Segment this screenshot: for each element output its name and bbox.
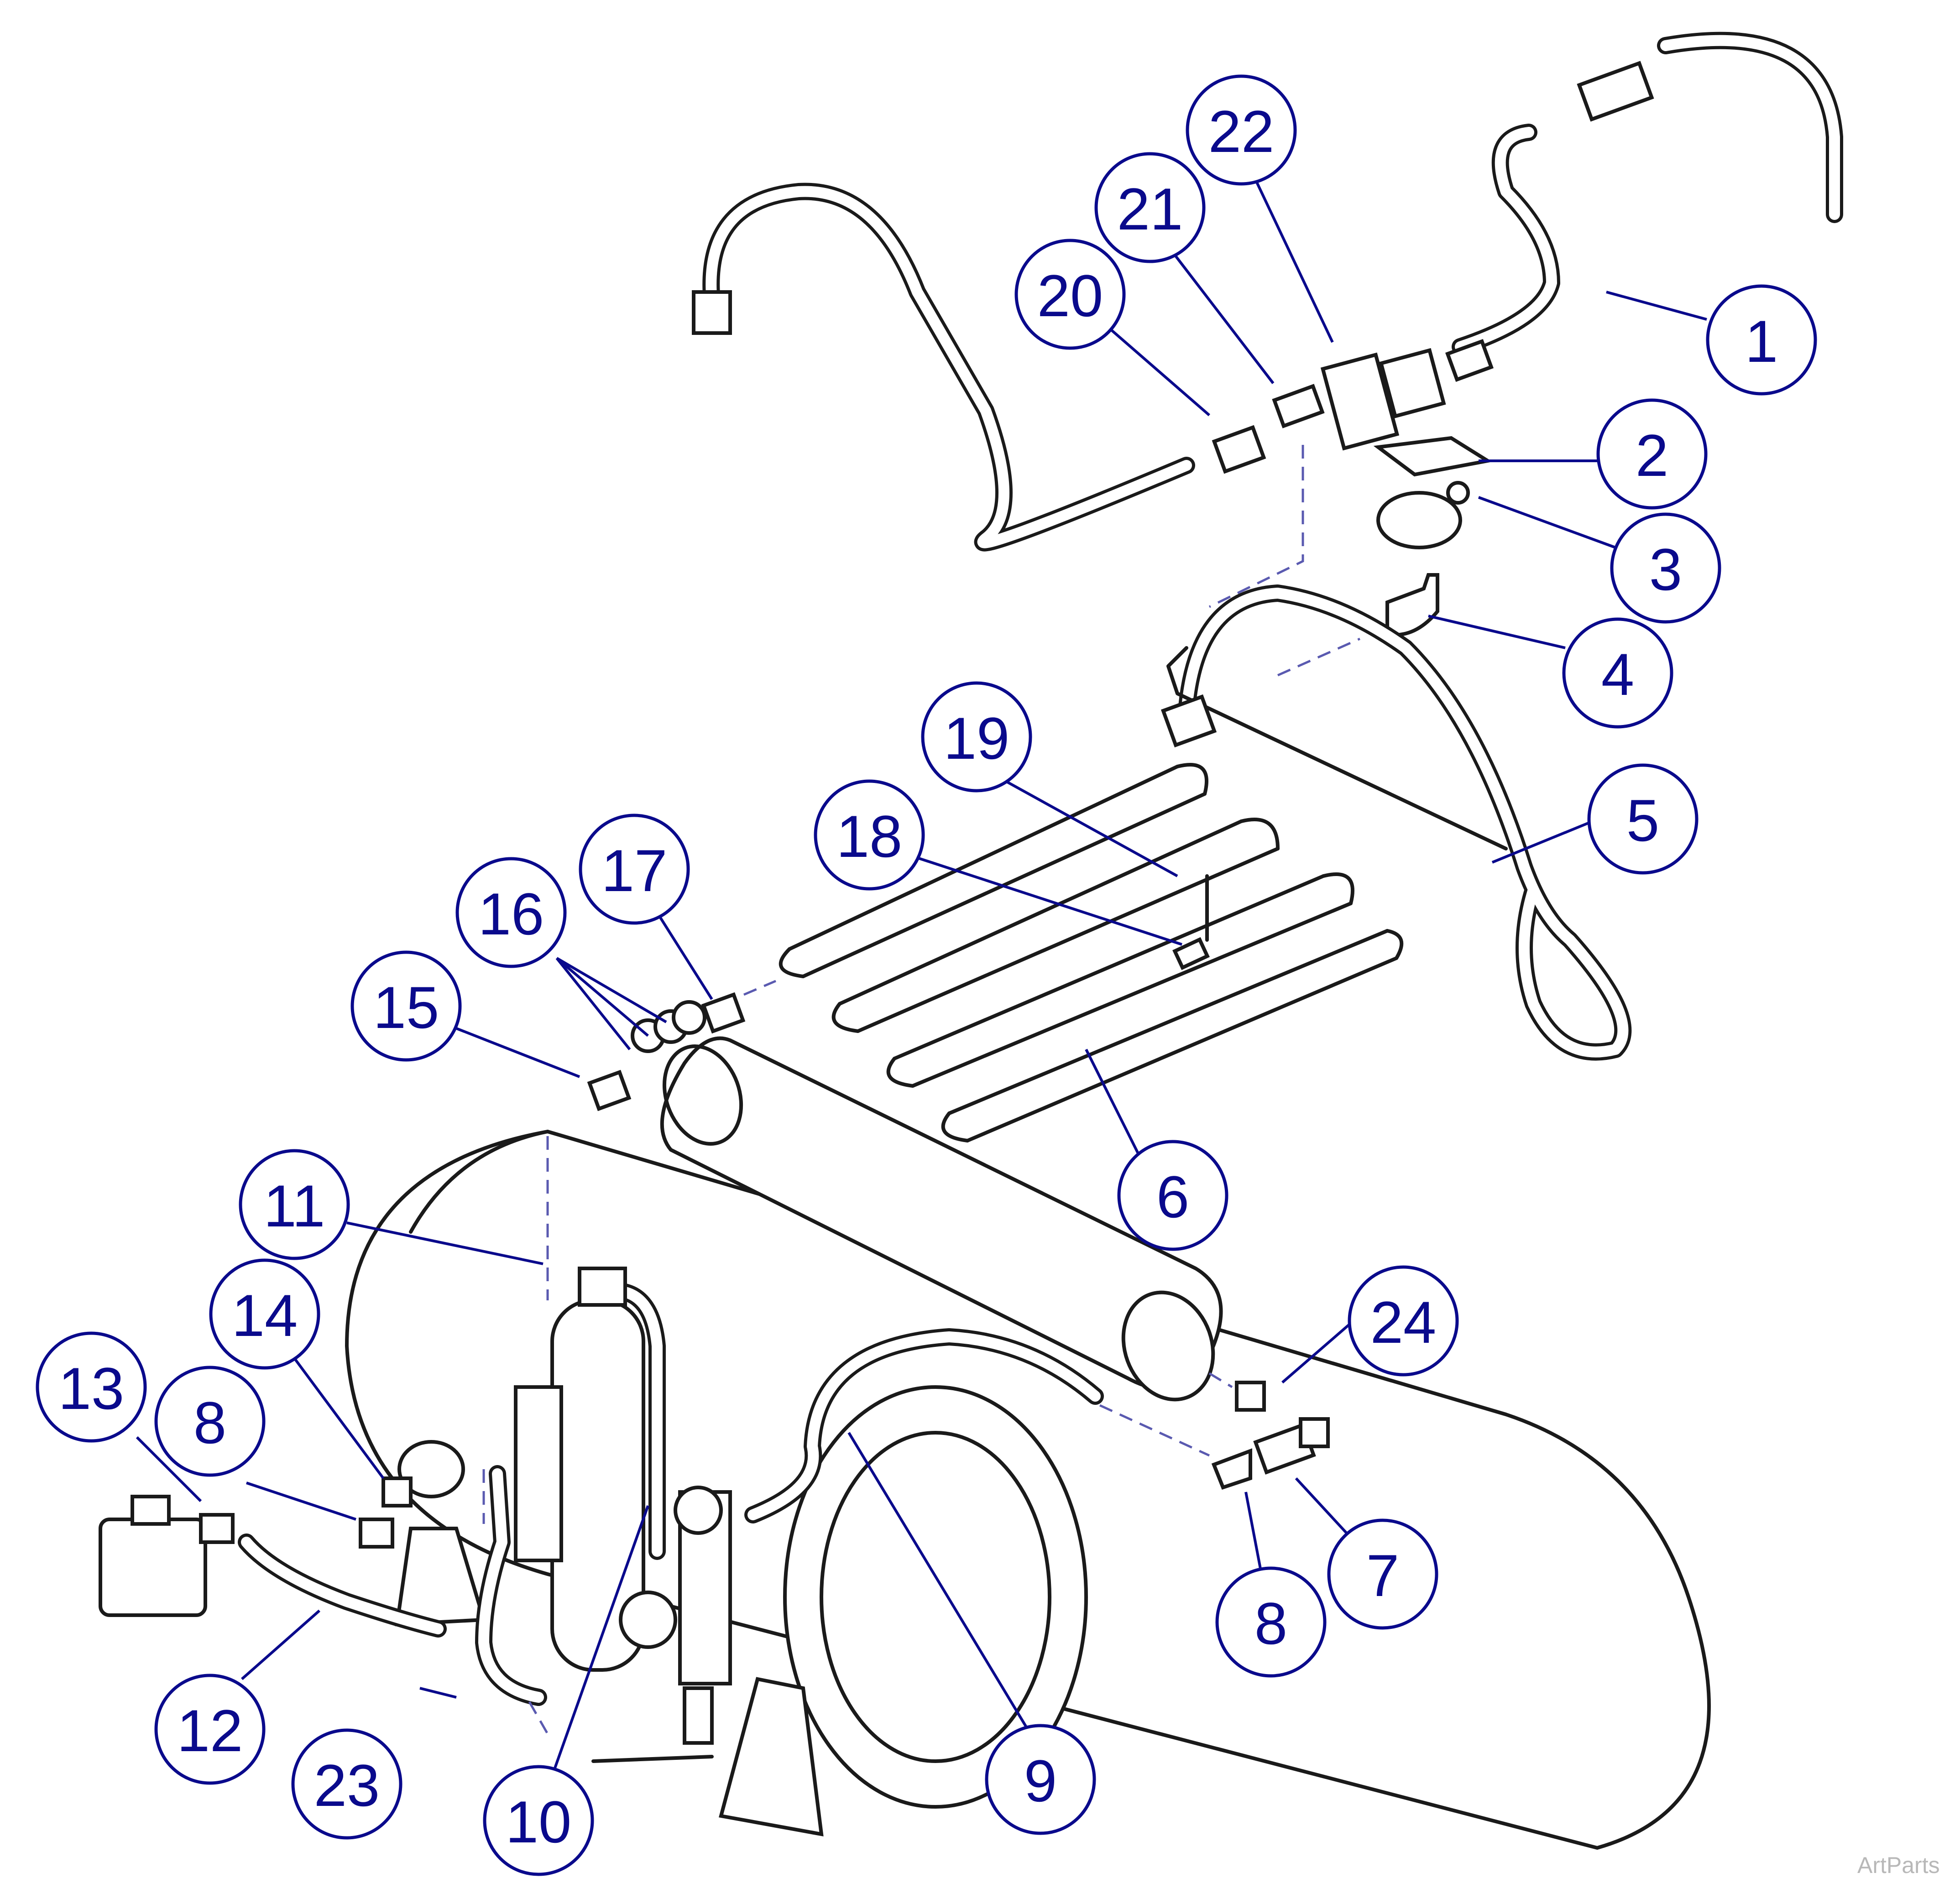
drain-fittings <box>1211 1381 1330 1490</box>
callout-22: 22 <box>1186 74 1297 186</box>
svg-text:15: 15 <box>373 974 439 1041</box>
svg-text:19: 19 <box>944 705 1010 772</box>
callout-4: 4 <box>1562 617 1673 729</box>
svg-text:24: 24 <box>1370 1289 1437 1356</box>
tee-fittings <box>1212 348 1446 474</box>
small-fitting <box>1446 481 1470 505</box>
callout-19: 19 <box>921 681 1032 793</box>
callout-16: 16 <box>455 857 567 968</box>
callout-17: 17 <box>579 814 690 925</box>
callout-2: 2 <box>1596 398 1708 510</box>
check-valve <box>1376 491 1462 549</box>
svg-text:10: 10 <box>506 1789 572 1855</box>
regulator-block <box>591 1486 732 1763</box>
svg-text:16: 16 <box>478 881 544 947</box>
callout-11: 11 <box>239 1149 350 1260</box>
callout-14: 14 <box>209 1258 320 1370</box>
callout-24: 24 <box>1348 1265 1459 1377</box>
filter-canister <box>514 1267 666 1672</box>
callout-12: 12 <box>154 1674 266 1785</box>
inlet-fittings <box>587 992 746 1111</box>
svg-text:9: 9 <box>1024 1748 1057 1814</box>
callout-23: 23 <box>291 1728 402 1840</box>
callout-8-left: 8 <box>154 1366 266 1477</box>
svg-text:5: 5 <box>1626 787 1659 854</box>
svg-text:12: 12 <box>177 1697 243 1764</box>
svg-text:13: 13 <box>58 1355 125 1422</box>
svg-text:3: 3 <box>1649 536 1682 603</box>
watermark-text: ArtParts <box>1857 1852 1940 1878</box>
parts-artwork <box>99 31 1843 1850</box>
svg-text:4: 4 <box>1601 641 1634 708</box>
mounting-plate <box>1373 436 1493 477</box>
callout-3: 3 <box>1610 512 1721 624</box>
tank-foot-right <box>719 1677 824 1836</box>
svg-text:11: 11 <box>264 1173 325 1239</box>
callout-1: 1 <box>1706 284 1817 396</box>
receiver-cylinder <box>660 1036 1223 1402</box>
svg-text:17: 17 <box>601 837 668 904</box>
callout-5: 5 <box>1587 763 1699 875</box>
svg-text:20: 20 <box>1037 262 1103 329</box>
left-fittings <box>359 1440 465 1549</box>
hose-loop <box>1160 584 1632 1061</box>
callout-18: 18 <box>814 779 925 891</box>
assembly-guides <box>482 445 1361 1735</box>
callout-20: 20 <box>1014 239 1126 350</box>
elbow-fitting <box>1385 573 1439 637</box>
svg-text:18: 18 <box>836 803 903 870</box>
callout-15: 15 <box>350 950 462 1062</box>
svg-text:8: 8 <box>193 1389 226 1456</box>
callout-8-right: 8 <box>1215 1566 1327 1678</box>
svg-text:14: 14 <box>232 1282 298 1349</box>
callout-10: 10 <box>483 1765 594 1876</box>
callout-7: 7 <box>1327 1518 1438 1630</box>
callout-13: 13 <box>36 1331 147 1443</box>
svg-text:1: 1 <box>1745 308 1778 375</box>
cooling-coil <box>779 763 1404 1142</box>
callout-bubbles: 1 2 3 4 5 6 7 8 8 9 10 11 12 13 14 15 16… <box>36 74 1817 1876</box>
svg-text:21: 21 <box>1117 176 1183 242</box>
callout-21: 21 <box>1094 152 1206 263</box>
upper-hoses <box>692 31 1843 552</box>
svg-text:23: 23 <box>314 1752 380 1819</box>
svg-text:7: 7 <box>1366 1542 1399 1609</box>
svg-text:6: 6 <box>1156 1163 1189 1230</box>
svg-text:2: 2 <box>1636 422 1668 489</box>
svg-text:22: 22 <box>1208 98 1275 165</box>
callout-9: 9 <box>985 1724 1096 1835</box>
callout-6: 6 <box>1117 1140 1228 1251</box>
svg-text:8: 8 <box>1254 1590 1287 1657</box>
pressure-switch <box>99 1495 235 1617</box>
